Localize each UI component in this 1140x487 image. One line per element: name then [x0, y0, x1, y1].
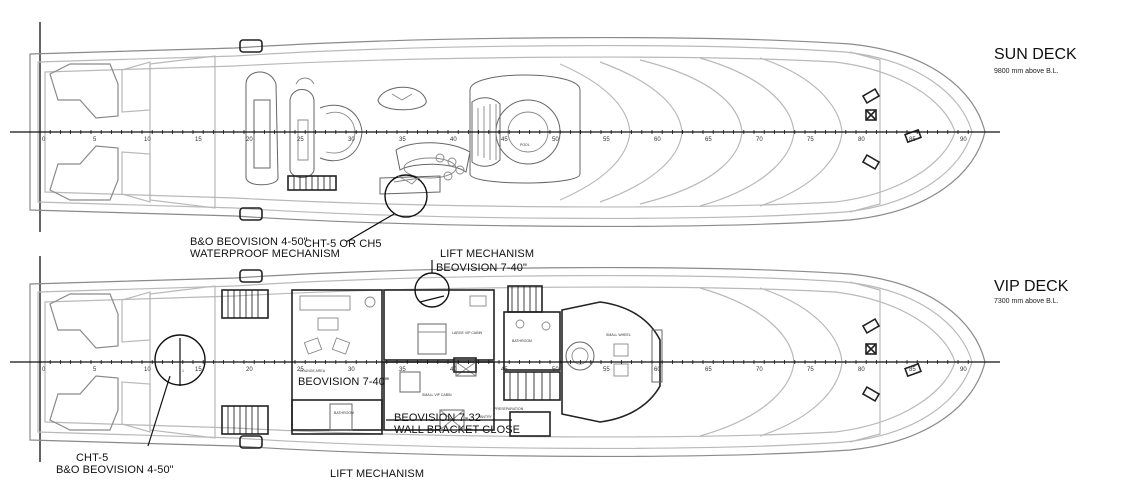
- sun-deck-plan: POOL 0 5 10 15 20 25 30 35 40 45 50 55 60 65 70 75 80 85 9…: [10, 22, 1000, 243]
- vip-deck-frame-label: 5: [93, 367, 97, 373]
- vip-deck-frame-label: 25: [297, 367, 304, 373]
- sun-deck-frame-label: 70: [756, 137, 763, 143]
- sun-waterproof-mechanism-label: WATERPROOF MECHANISM: [190, 248, 340, 260]
- sun-deck-frame-label: 30: [348, 137, 355, 143]
- sun-deck-frame-label: 15: [195, 137, 202, 143]
- bathroom-label-1: BATHROOM: [334, 411, 354, 415]
- vip-deck-frame-label: 80: [858, 367, 865, 373]
- vip-lift-mechanism-bottom-label: LIFT MECHANISM: [330, 468, 425, 480]
- vip-beovision-740-lounge-label: BEOVISION 7-40": [298, 376, 389, 388]
- sun-deck-frame-label: 45: [501, 137, 508, 143]
- vip-beovision-732-label: BEOVISION 7-32: [394, 412, 481, 424]
- sun-deck-frame-label: 80: [858, 137, 865, 143]
- sun-deck-frame-label: 40: [450, 137, 457, 143]
- vip-deck-frame-label: 65: [705, 367, 712, 373]
- sun-deck-frame-label: 0: [42, 137, 46, 143]
- vip-deck-frame-label: 10: [144, 367, 151, 373]
- vip-deck-frame-label: 75: [807, 367, 814, 373]
- vip-deck-frame-label: 70: [756, 367, 763, 373]
- small-vip-cabin-label: SMALL VIP CABIN: [422, 393, 452, 397]
- large-vip-cabin-room: [383, 289, 495, 361]
- vip-deck-frame-label: 20: [246, 367, 253, 373]
- preseparation-label: PRESEPARATION: [494, 407, 524, 411]
- sun-deck-frame-label: 90: [960, 137, 967, 143]
- sun-deck-frame-label: 65: [705, 137, 712, 143]
- pool-label: POOL: [520, 143, 530, 147]
- vip-deck-frame-label: 85: [909, 367, 916, 373]
- sun-bo-beovision-label: B&O BEOVISION 4-50": [190, 236, 308, 248]
- sun-deck-frame-label: 10: [144, 137, 151, 143]
- sun-deck-height: 9800 mm above B.L.: [994, 68, 1059, 75]
- vip-beovision-740-top-label: BEOVISION 7-40": [436, 262, 527, 274]
- sun-deck-frame-label: 60: [654, 137, 661, 143]
- lounge-area-label: LOUNGE AREA: [300, 369, 326, 373]
- bathroom-label-2: BATHROOM: [512, 339, 532, 343]
- vip-deck-frame-label: 50: [552, 367, 559, 373]
- sun-deck-frame-label: 25: [297, 137, 304, 143]
- sun-deck-frame-label: 75: [807, 137, 814, 143]
- vip-deck-frame-label: 0: [42, 367, 46, 373]
- vip-deck-frame-label: 45: [501, 367, 508, 373]
- sun-deck-frame-label: 85: [909, 137, 916, 143]
- vip-bo-beovision-label: B&O BEOVISION 4-50": [56, 464, 174, 476]
- sun-deck-tv-location-circle: [384, 174, 428, 218]
- vip-cht5-label: CHT-5: [76, 452, 109, 464]
- sun-deck-frame-label: 20: [246, 137, 253, 143]
- vip-deck-height: 7300 mm above B.L.: [994, 298, 1059, 305]
- vip-deck-frame-label: 55: [603, 367, 610, 373]
- vip-deck-title: VIP DECK: [994, 278, 1069, 295]
- vip-lift-mechanism-top-label: LIFT MECHANISM: [440, 248, 535, 260]
- sun-cht5-label: CHT-5 OR CH5: [304, 238, 382, 250]
- sun-deck-frame-ticks: 0 5 10 15 20 25 30 35 40 45 50 55 60 65 70 75 80 85 90: [39, 130, 969, 143]
- sun-deck-frame-label: 35: [399, 137, 406, 143]
- vip-deck-frame-label: 35: [399, 367, 406, 373]
- sun-deck-frame-label: 55: [603, 137, 610, 143]
- vip-deck-frame-label: 90: [960, 367, 967, 373]
- vip-wall-bracket-label: WALL BRACKET CLOSE: [394, 424, 521, 436]
- wheelhouse-room: [561, 301, 661, 423]
- svg-text:1: 1: [182, 369, 184, 373]
- vip-deck-frame-label: 15: [195, 367, 202, 373]
- sun-deck-frame-label: 5: [93, 137, 97, 143]
- vip-deck-frame-label: 60: [654, 367, 661, 373]
- pantry-label: PANTRY: [478, 415, 493, 419]
- large-vip-cabin-label: LARGE VIP CABIN: [452, 331, 483, 335]
- small-wheel-label: SMALL WHEEL: [606, 333, 631, 337]
- vip-deck-frame-label: 30: [348, 367, 355, 373]
- vip-deck-plan: LOUNGE AREA BATHROOM LARGE VIP CABIN SMA…: [10, 256, 1000, 462]
- sun-deck-title: SUN DECK: [994, 46, 1077, 63]
- sun-deck-frame-label: 50: [552, 137, 559, 143]
